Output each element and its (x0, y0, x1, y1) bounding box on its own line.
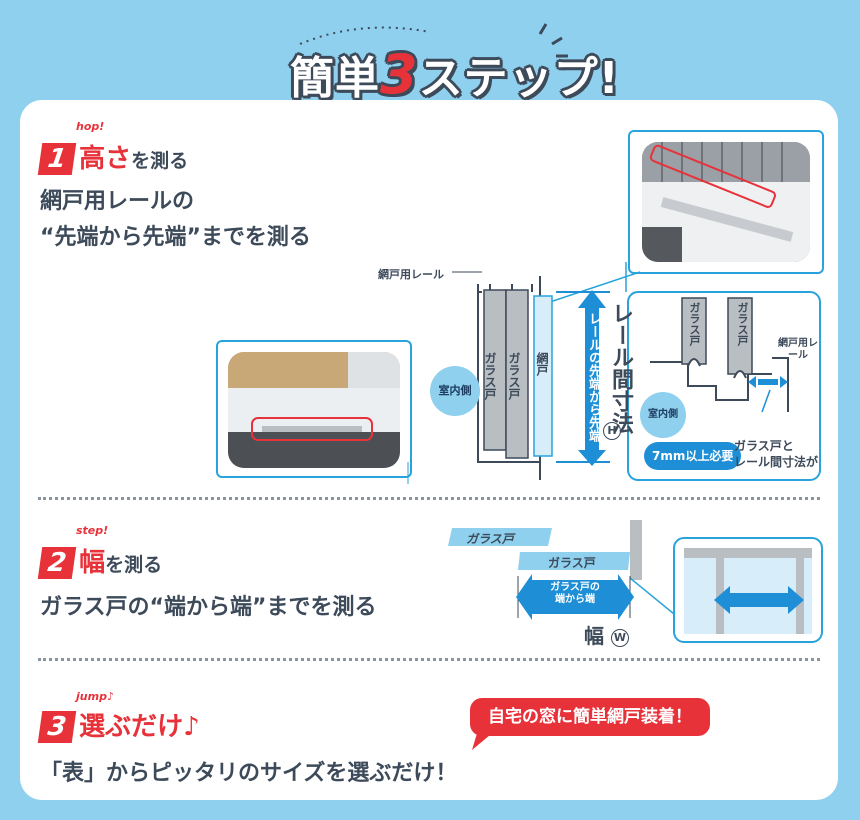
title-prefix: 簡単 (290, 53, 380, 104)
detail-glass-label-1: ガラス戸 (688, 302, 701, 346)
step1-heading-main: 高さ (79, 144, 132, 174)
step3-heading: 3 選ぶだけ♪ (37, 706, 200, 743)
step1-body-line2: “先端から先端”までを測る (40, 225, 311, 250)
rail-bottom-photo-image (228, 352, 400, 468)
rail-bottom-photo (228, 352, 400, 468)
step2-body: ガラス戸の“端から端”までを測る (40, 595, 377, 620)
detail-glass-label-2: ガラス戸 (736, 302, 749, 346)
step1-number: 1 (37, 143, 77, 175)
rail-tip-to-tip-label: レールの先端から先端 (586, 312, 601, 442)
rail-photo-frame (628, 130, 824, 274)
width-symbol: W (610, 628, 629, 647)
step1-heading-rest: を測る (131, 150, 189, 172)
step3-heading-main: 選ぶだけ♪ (79, 712, 200, 742)
gap-note-line2: レール間寸法が (734, 455, 819, 469)
height-symbol: H (603, 422, 621, 440)
step1-heading: 1 高さを測る (37, 138, 189, 175)
callout-badge: 自宅の窓に簡単網戸装着！ (470, 698, 710, 736)
step2-heading-main: 幅 (79, 548, 106, 578)
step3-body: 「表」からピッタリのサイズを選ぶだけ！ (40, 761, 458, 786)
step2-heading-rest: を測る (105, 554, 163, 576)
callout-tail-icon (472, 730, 496, 750)
rail-bottom-photo-frame (216, 340, 412, 478)
glass-top-label: ガラス戸 (466, 532, 514, 546)
step3-tag: jump♪ (76, 690, 114, 703)
detail-rail-label: 網戸用レール (778, 338, 818, 361)
glass-door-label-1: ガラス戸 (483, 352, 497, 400)
title-suffix: ステップ! (418, 53, 620, 104)
indoor-side-badge: 室内側 (430, 366, 480, 416)
width-label: 幅 W (584, 620, 629, 649)
divider-2 (38, 658, 820, 661)
width-label-text: 幅 (584, 624, 604, 648)
screen-door-label: 網戸 (535, 352, 549, 376)
rail-label: 網戸用レール (378, 268, 444, 281)
step2-number: 2 (37, 547, 77, 579)
width-measurement-diagram (448, 520, 823, 643)
glass-edge-arrow-label: ガラス戸の 端から端 (530, 582, 620, 606)
step1-body: 網戸用レールの “先端から先端”までを測る (40, 184, 311, 256)
gap-note-line1: ガラス戸と (734, 439, 794, 453)
step2-heading: 2 幅を測る (37, 542, 163, 579)
rail-photo (642, 142, 810, 262)
step1-tag: hop! (76, 120, 105, 133)
sparkle-decoration-icon (299, 23, 568, 58)
rail-photo-image (642, 142, 810, 262)
gap-min-badge: 7mm以上必要 (644, 442, 742, 470)
title-number: 3 (380, 43, 419, 106)
rail-distance-label: レール間寸法 (608, 302, 633, 434)
gap-note: ガラス戸と レール間寸法が (734, 438, 818, 470)
glass-edge-line2: 端から端 (555, 594, 595, 605)
step3-number: 3 (37, 711, 77, 743)
page-title: 簡単3ステップ! (0, 14, 860, 106)
glass-bottom-label: ガラス戸 (548, 556, 596, 570)
detail-indoor-badge: 室内側 (640, 392, 686, 438)
glass-door-label-2: ガラス戸 (507, 352, 521, 400)
divider-1 (38, 497, 820, 500)
glass-edge-line1: ガラス戸の (550, 582, 600, 593)
step2-tag: step! (76, 524, 109, 537)
step1-body-line1: 網戸用レールの (40, 189, 195, 214)
